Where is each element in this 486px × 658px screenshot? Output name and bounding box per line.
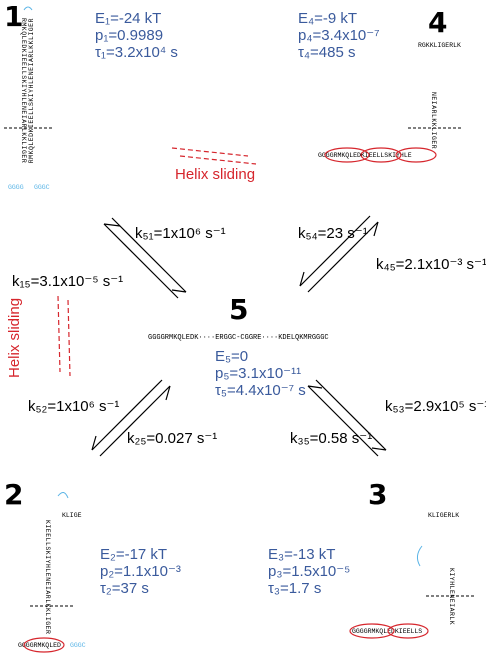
arrow-5-2 <box>91 379 171 457</box>
state-3-loop: KLIGERLK <box>428 512 460 519</box>
state-3-tail: GGGGRMKQLEDKIEELLS <box>352 628 423 635</box>
arrow-head-4-to-5 <box>299 271 305 287</box>
state-3-lifetime: τ₃=1.7 s <box>268 580 322 597</box>
rate-k51: k₅₁=1x10⁶ s⁻¹ <box>135 225 226 242</box>
helix-sliding-top-arrows <box>171 147 257 165</box>
helix-sliding-top-arrow-lower <box>179 155 257 165</box>
state-3-stem: KIYHLENEIARLK <box>448 568 455 626</box>
rate-k54: k₅₄=23 s⁻¹ <box>298 225 368 242</box>
rate-k52: k₅₂=1x10⁶ s⁻¹ <box>28 398 120 415</box>
arrow-line-5-to-3 <box>315 379 387 451</box>
state-3-energy: E₃=-13 kT <box>268 546 336 563</box>
arrow-1-5 <box>103 217 187 299</box>
linker-state-2-top <box>57 492 69 499</box>
state-2-energy: E₂=-17 kT <box>100 546 168 563</box>
state-2-tail: GGGGRMKQLED <box>18 642 61 649</box>
rate-k25: k₂₅=0.027 s⁻¹ <box>127 430 218 447</box>
rate-k15: k₁₅=3.1x10⁻⁵ s⁻¹ <box>12 273 124 290</box>
state-3-stats: E₃=-13 kT p₃=1.5x10⁻⁵ τ₃=1.7 s <box>268 546 350 597</box>
state-1-3prime: GGGC <box>34 184 50 191</box>
arrow-line-5-to-1 <box>103 223 179 299</box>
state-5-energy: E₅=0 <box>215 348 249 365</box>
arrow-line-3-to-5 <box>307 385 379 457</box>
rate-k45: k₄₅=2.1x10⁻³ s⁻¹ <box>376 256 486 273</box>
state-1-label: 1 <box>4 0 24 33</box>
state-3-label: 3 <box>368 478 388 511</box>
state-4-energy: E₄=-9 kT <box>298 10 358 27</box>
state-4-lifetime: τ₄=485 s <box>298 44 356 61</box>
state-5-lifetime: τ₅=4.4x10⁻⁷ s <box>215 382 306 399</box>
arrow-line-5-to-4 <box>307 221 379 293</box>
state-3-probability: p₃=1.5x10⁻⁵ <box>268 563 351 580</box>
oval-state-4-c <box>395 147 437 163</box>
state-5-stats: E₅=0 p₅=3.1x10⁻¹¹ τ₅=4.4x10⁻⁷ s <box>215 348 306 399</box>
state-2-stats: E₂=-17 kT p₂=1.1x10⁻³ τ₂=37 s <box>100 546 181 597</box>
register-lines <box>4 127 476 607</box>
linker-state-1-top <box>23 6 33 11</box>
state-4-stats: E₄=-9 kT p₄=3.4x10⁻⁷ τ₄=485 s <box>298 10 380 61</box>
arrow-4-5 <box>299 215 379 293</box>
helix-sliding-left-arrow-b <box>67 299 71 377</box>
arrow-line-2-to-5 <box>99 385 171 457</box>
state-4-stem: NEIARLKKLIGER <box>430 92 437 150</box>
state-4-probability: p₄=3.4x10⁻⁷ <box>298 27 380 44</box>
oval-state-4-b <box>360 147 402 163</box>
arrow-head-5-to-3 <box>371 447 387 451</box>
state-1-strand-left: RMKQLEDKIEELLSKIYHLENEIARLKKLIGER <box>20 18 27 164</box>
oval-state-3-a <box>349 623 395 639</box>
rate-k35: k₃₅=0.58 s⁻¹ <box>290 430 373 447</box>
arrow-line-5-to-2 <box>91 379 163 451</box>
state-4-loop: RGKKLIGERLK <box>418 42 461 49</box>
helix-sliding-top-arrow-upper <box>171 147 249 157</box>
helix-sliding-left-arrow-a <box>57 295 61 373</box>
state-2-stem: KIEELLSKIYHLENEIARLKKLIGER <box>44 520 51 635</box>
state-1-lifetime: τ₁=3.2x10⁴ s <box>95 44 178 61</box>
arrow-head-2-to-5 <box>165 385 171 401</box>
arrow-head-5-to-1 <box>103 223 121 227</box>
state-5-label: 5 <box>229 293 249 326</box>
state-2-3prime: GGGC <box>70 642 86 649</box>
linker-strokes <box>23 6 423 567</box>
state-5-probability: p₅=3.1x10⁻¹¹ <box>215 365 302 382</box>
oval-state-2 <box>23 637 65 653</box>
oval-state-3-b <box>387 623 429 639</box>
arrow-head-1-to-5 <box>171 289 187 293</box>
state-1-stats: E₁=-24 kT p₁=0.9989 τ₁=3.2x10⁴ s <box>95 10 178 61</box>
rate-k53: k₅₃=2.9x10⁵ s⁻¹ <box>385 398 486 415</box>
state-1-energy: E₁=-24 kT <box>95 10 162 27</box>
linker-state-3-top <box>416 545 423 567</box>
state-4-label: 4 <box>428 6 448 39</box>
arrow-head-5-to-4 <box>373 221 379 237</box>
state-1-probability: p₁=0.9989 <box>95 27 164 44</box>
helix-sliding-top-label: Helix sliding <box>175 166 256 183</box>
arrow-head-3-to-5 <box>307 385 323 389</box>
arrow-5-3 <box>307 379 387 457</box>
state-5-sequence: GGGGRMKQLEDK····ERGGC-CGGRE····KDELQKMRG… <box>148 334 329 342</box>
state-2-loop: KLIGE <box>62 512 82 519</box>
state-1-5prime: GGGG <box>8 184 24 191</box>
state-2-lifetime: τ₂=37 s <box>100 580 149 597</box>
segment-ovals <box>23 147 437 653</box>
state-2-label: 2 <box>4 478 24 511</box>
state-4-tail: GGGGRMKQLEDKIEELLSKIYHLE <box>318 152 412 159</box>
arrow-line-4-to-5 <box>299 215 371 287</box>
helix-sliding-left-arrows <box>57 295 71 377</box>
state-2-probability: p₂=1.1x10⁻³ <box>100 563 181 580</box>
oval-state-4-a <box>324 147 370 163</box>
arrow-head-5-to-2 <box>91 435 97 451</box>
arrow-line-1-to-5 <box>111 217 187 293</box>
